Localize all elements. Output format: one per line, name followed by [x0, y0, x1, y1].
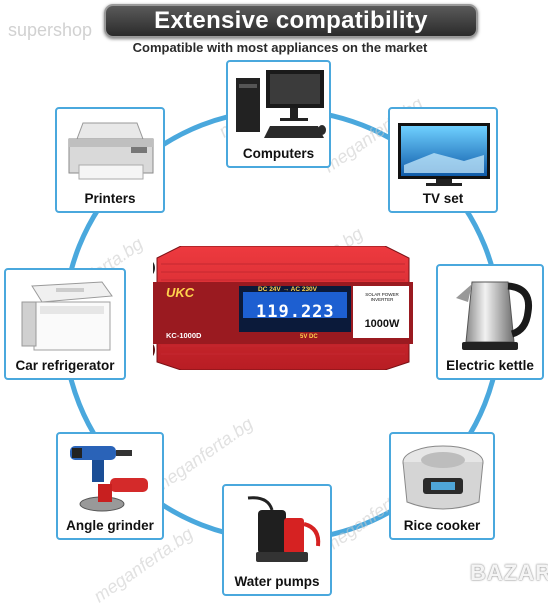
appliance-label: Printers — [84, 191, 136, 206]
appliance-card-rice-cooker: Rice cooker — [389, 432, 495, 540]
appliance-label: Car refrigerator — [15, 358, 115, 373]
inverter-power-rating: 1000W — [364, 318, 400, 330]
computer-icon — [236, 70, 326, 138]
appliance-card-tv: TV set — [388, 107, 498, 213]
appliance-card-car-fridge: Car refrigerator — [4, 268, 126, 380]
supershop-watermark: supershop — [8, 20, 93, 40]
page-subtitle: Compatible with most appliances on the m… — [132, 40, 428, 55]
appliance-card-kettle: Electric kettle — [436, 264, 544, 380]
appliance-label: Rice cooker — [403, 518, 481, 533]
inverter-model: KC-1000D — [166, 331, 202, 340]
bazar-watermark: BAZAR — [470, 560, 548, 585]
appliance-label: TV set — [422, 191, 464, 206]
appliance-card-printers: Printers — [55, 107, 165, 213]
appliance-label: Electric kettle — [446, 358, 534, 373]
inverter-brand: UKC — [166, 285, 195, 300]
rice-cooker-icon — [402, 445, 484, 510]
inverter-display-value: 119.223 — [256, 302, 335, 322]
angle-grinder-icon — [70, 446, 148, 512]
appliance-card-computers: Computers — [226, 60, 331, 168]
water-pump-icon — [247, 496, 321, 562]
tv-icon — [398, 123, 490, 186]
printer-icon — [68, 122, 154, 180]
appliance-label: Water pumps — [234, 574, 320, 589]
appliance-card-water-pumps: Water pumps — [222, 484, 332, 596]
appliance-label: Computers — [242, 146, 315, 161]
inverter-usb-label: 5V DC — [300, 334, 318, 340]
appliance-card-angle-grinder: Angle grinder — [56, 432, 164, 540]
inverter-input-output: DC 24V → AC 230V — [258, 286, 318, 293]
page-title: Extensive compatibility — [104, 4, 478, 38]
kettle-icon — [456, 281, 533, 350]
power-inverter — [153, 246, 413, 370]
inverter-solar-label: SOLAR POWER INVERTER — [365, 292, 399, 302]
appliance-label: Angle grinder — [66, 518, 154, 533]
car-fridge-icon — [21, 281, 113, 351]
